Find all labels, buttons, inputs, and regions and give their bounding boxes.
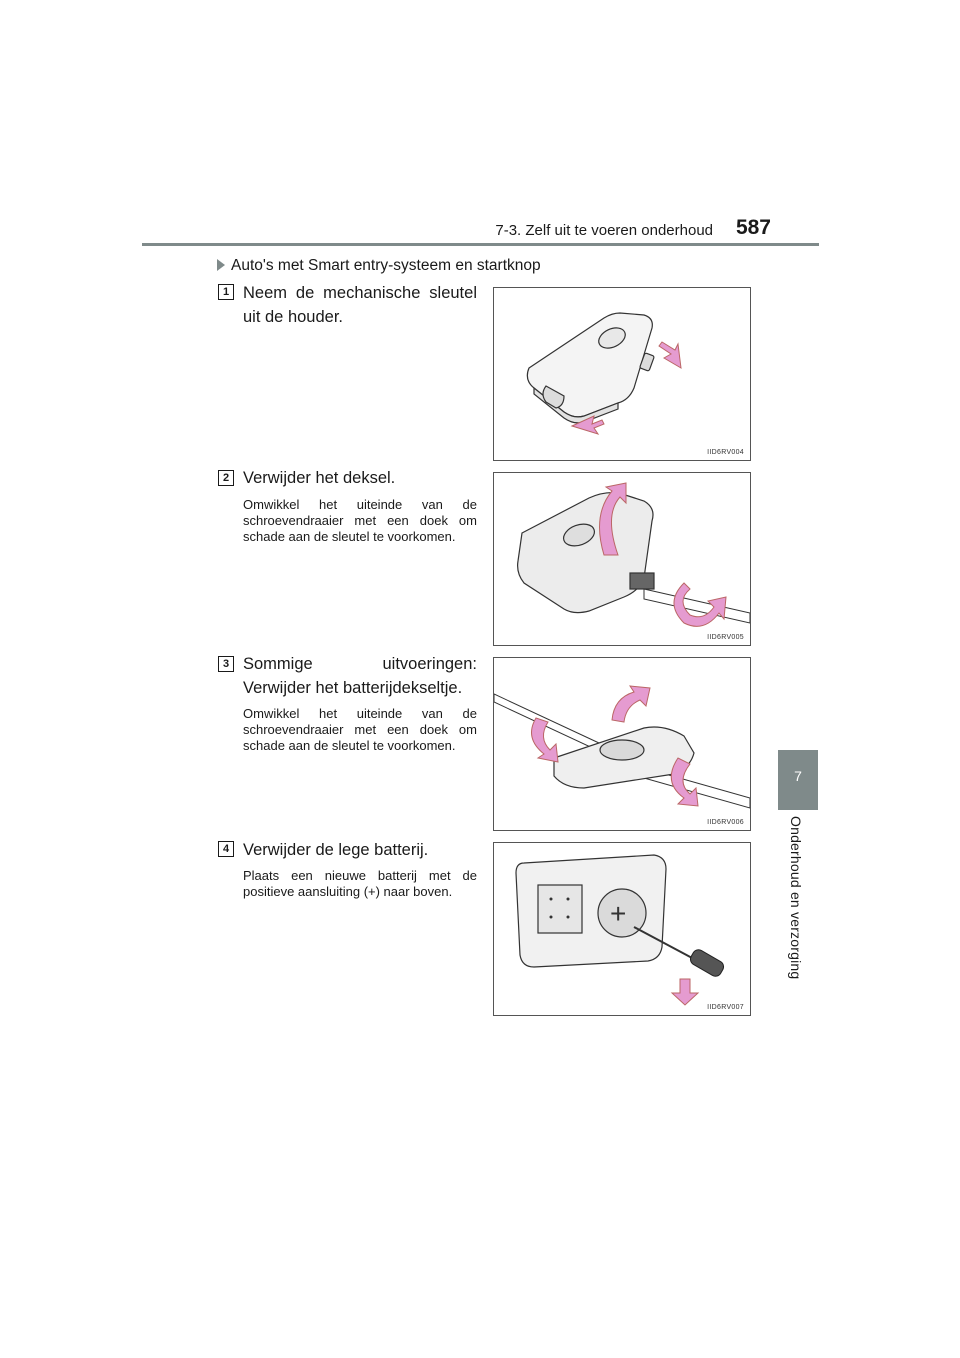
triangle-bullet-icon — [217, 258, 225, 271]
chapter-tab: 7 — [778, 750, 818, 810]
step-title-3: Sommige uitvoeringen: Verwijder het batt… — [243, 655, 477, 697]
step-description-2: Omwikkel het uiteinde van de schroevendr… — [243, 497, 477, 544]
step-description-3: Omwikkel het uiteinde van de schroevendr… — [243, 706, 477, 753]
battery-replacement-illustration: + — [515, 854, 725, 1006]
step-number-2: 2 — [218, 470, 234, 486]
step-description-4: Plaats een nieuwe batterij met de positi… — [243, 868, 477, 899]
chapter-label: Onderhoud en verzorging — [788, 816, 804, 980]
step-number-4: 4 — [218, 841, 234, 857]
figure-step-1: IID6RV004 — [493, 287, 751, 461]
battery-cover-illustration — [494, 685, 750, 809]
figure-step-4: + IID6RV007 — [493, 842, 751, 1016]
page-number: 587 — [735, 216, 771, 239]
figure-code-3: IID6RV006 — [707, 819, 744, 826]
step-title-2: Verwijder het deksel. — [243, 469, 396, 487]
plus-sign-icon: + — [610, 898, 626, 929]
figure-step-3: IID6RV006 — [493, 657, 751, 831]
key-cover-illustration — [517, 482, 750, 627]
figure-code-2: IID6RV005 — [707, 634, 744, 641]
subsection-title-text: Auto's met Smart entry-systeem en startk… — [231, 257, 541, 274]
section-title: 7-3. Zelf uit te voeren onderhoud — [495, 222, 713, 239]
page-header: 7-3. Zelf uit te voeren onderhoud 587 — [455, 212, 773, 242]
step-number-1: 1 — [218, 284, 234, 300]
step-title-4: Verwijder de lege batterij. — [243, 841, 429, 859]
subsection-title: Auto's met Smart entry-systeem en startk… — [217, 257, 541, 275]
chapter-number: 7 — [794, 768, 802, 784]
figure-step-2: IID6RV005 — [493, 472, 751, 646]
figure-code-1: IID6RV004 — [707, 449, 744, 456]
figure-code-4: IID6RV007 — [707, 1004, 744, 1011]
key-fob-illustration — [526, 312, 682, 435]
step-title-1: Neem de mechanische sleutel uit de houde… — [243, 284, 477, 326]
step-number-3: 3 — [218, 656, 234, 672]
header-rule — [142, 243, 819, 246]
